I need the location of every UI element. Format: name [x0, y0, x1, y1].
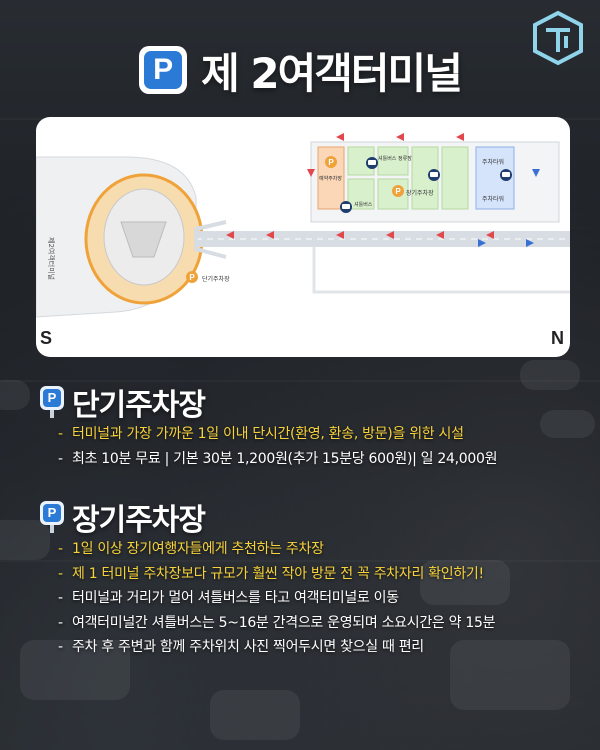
shuttle-map-label-2: 셔틀버스 정류장 [378, 156, 412, 162]
list-item: -터미널과 거리가 멀어 셔틀버스를 타고 여객터미널로 이동 [58, 590, 399, 606]
brand-logo-icon [530, 10, 586, 66]
list-item: -1일 이상 장기여행자들에게 추천하는 주차장 [58, 541, 324, 557]
list-item: -여객터미널간 셔틀버스는 5~16분 간격으로 운영되며 소요시간은 약 15… [58, 614, 496, 631]
long-term-bullets: -1일 이상 장기여행자들에게 추천하는 주차장 -제 1 터미널 주차장보다 … [58, 537, 495, 660]
short-term-section-title: P 단기주차장 [40, 380, 206, 424]
list-item: -주차 후 주변과 함께 주차위치 사진 찍어두시면 찾으실 때 편리 [58, 639, 424, 655]
parking-pin-icon: P [40, 386, 64, 418]
parking-icon: P [139, 46, 188, 94]
page-title: 제 2여객터미널 [201, 48, 463, 98]
shuttle-map-label-1: 셔틀버스 [354, 202, 373, 208]
parking-pin-icon: P [40, 501, 64, 533]
tower-map-label-1: 주차타워 [482, 159, 505, 166]
short-term-map-label: 단기주차장 [202, 276, 230, 283]
long-term-section-title: P 장기주차장 [40, 495, 206, 539]
tower-map-label-2: 주차타워 [482, 196, 505, 203]
reserved-map-label: 예약주차장 [319, 176, 343, 182]
north-label: N [551, 328, 564, 348]
parking-map: P P P 제2여객터미널 단기주차장 예약주차장 장기주차장 셔틀버스 셔틀버… [36, 117, 570, 357]
list-item: -제 1 터미널 주차장보다 규모가 훨씬 작아 방문 전 꼭 주차자리 확인하… [58, 565, 484, 582]
svg-text:P: P [328, 158, 334, 167]
svg-text:P: P [395, 187, 401, 196]
short-term-bullets: -터미널과 가장 가까운 1일 이내 단시간(환영, 환송, 방문)을 위한 시… [58, 422, 497, 471]
list-item: -최초 10분 무료 | 기본 30분 1,200원(추가 15분당 600원)… [58, 450, 498, 467]
list-item: -터미널과 가장 가까운 1일 이내 단시간(환영, 환송, 방문)을 위한 시… [58, 426, 464, 442]
page-header: P 제 2여객터미널 [0, 40, 600, 100]
long-term-map-label: 장기주차장 [406, 190, 434, 197]
terminal-label: 제2여객터미널 [47, 237, 55, 281]
south-label: S [40, 328, 53, 348]
svg-text:P: P [189, 273, 195, 282]
